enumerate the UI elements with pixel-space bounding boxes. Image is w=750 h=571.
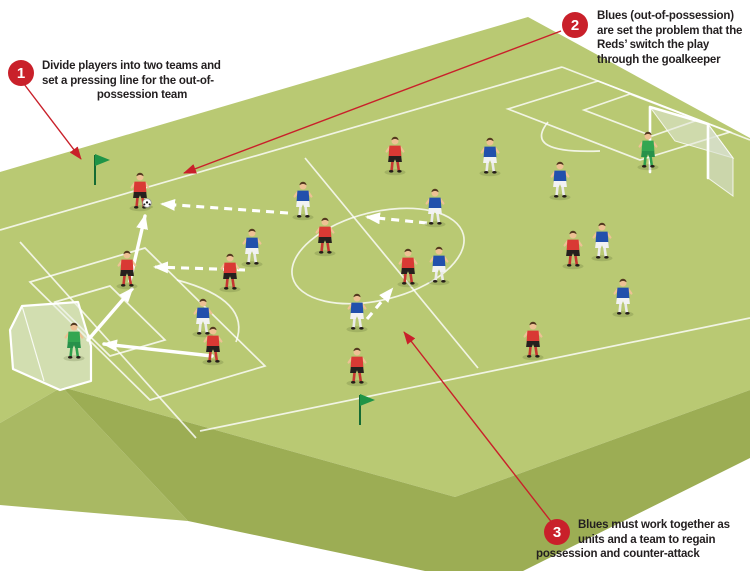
callout-2-text: Blues (out-of-possession) are set the pro… [597, 9, 750, 68]
player-red [562, 230, 584, 270]
player-red [116, 250, 138, 290]
player-red [314, 217, 336, 257]
player-blue [591, 222, 613, 262]
goals [8, 105, 735, 392]
player-blue [346, 293, 368, 333]
player-keeper [637, 131, 659, 171]
player-red [384, 136, 406, 176]
annotation-arrow [23, 83, 82, 160]
pitch [0, 17, 750, 571]
callout-line: Reds’ switch the play [597, 39, 710, 52]
callout-1-badge: 1 [8, 60, 34, 86]
corner-flags [94, 154, 375, 425]
player-keeper [63, 322, 85, 362]
player-red [346, 347, 368, 387]
player-blue [549, 161, 571, 201]
callout-line: possession team [96, 89, 188, 102]
callout-line: units and a team to regain [578, 533, 716, 546]
callout-2-badge: 2 [562, 12, 588, 38]
run-arrow [365, 287, 394, 320]
annotation-arrow [183, 30, 562, 174]
pressing-line-flag [359, 394, 375, 425]
run-arrow [160, 198, 289, 215]
callout-line: are set the problem that the [597, 24, 743, 37]
players [63, 131, 659, 387]
player-blue [292, 181, 314, 221]
callout-line: Blues must work together as [578, 519, 730, 531]
player-blue [479, 137, 501, 177]
annotation-arrow [403, 331, 554, 525]
pressing-line-flag [94, 154, 110, 185]
callout-3-text: Blues must work together as units and a t… [536, 518, 750, 562]
player-red [522, 321, 544, 361]
callout-line: Divide players into two teams and [42, 60, 221, 72]
callout-line: through the goalkeeper [597, 54, 721, 67]
callout-3-badge: 3 [544, 519, 570, 545]
player-blue [241, 228, 263, 268]
player-red [219, 253, 241, 293]
pass-arrow [102, 339, 214, 358]
run-arrow [365, 212, 428, 225]
player-blue [428, 246, 450, 286]
ball [142, 198, 153, 209]
player-blue [612, 278, 634, 318]
pass-arrow [86, 287, 134, 342]
callout-line: Blues (out-of-possession) [597, 10, 734, 22]
player-blue [424, 188, 446, 228]
player-red [202, 326, 224, 366]
callout-line: set a pressing line for the out-of- [42, 74, 214, 87]
player-red [397, 248, 419, 288]
callout-1-text: Divide players into two teams and set a p… [42, 59, 242, 103]
annotation-arrows [23, 30, 562, 525]
